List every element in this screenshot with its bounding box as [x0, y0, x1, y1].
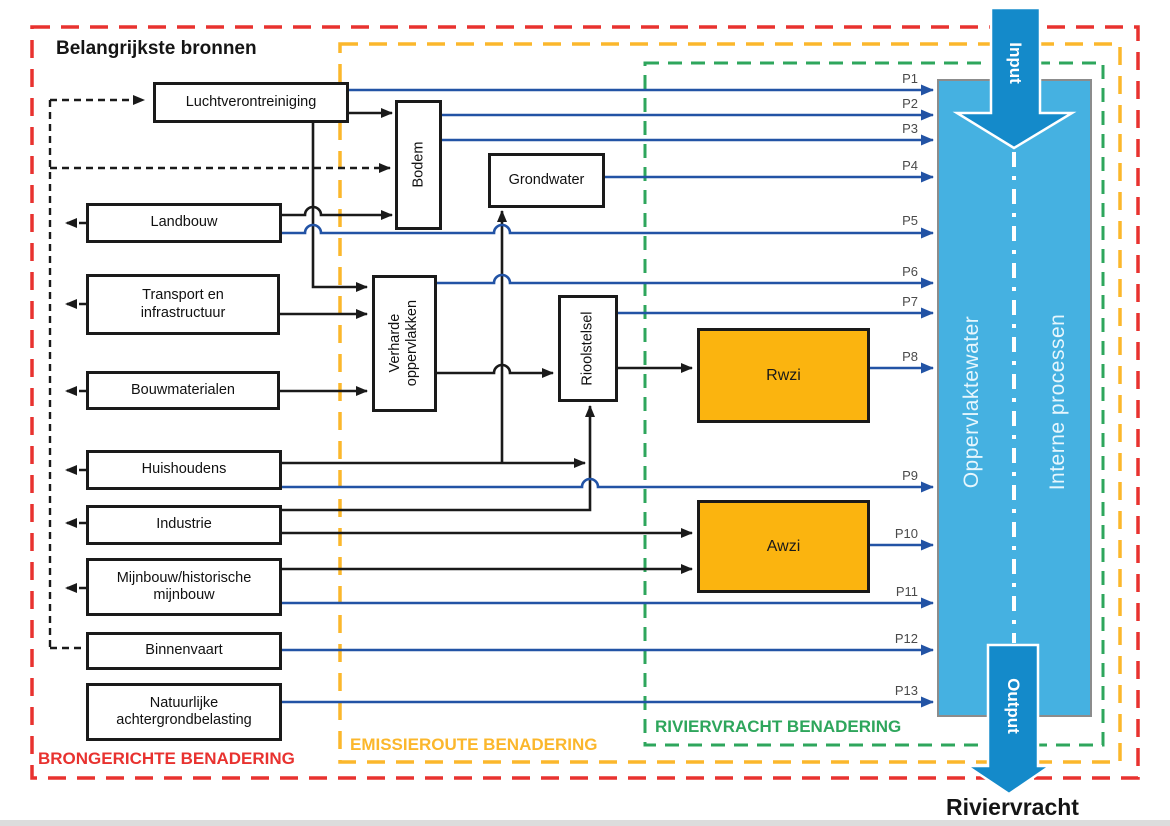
label-river-load: RIVIERVRACHT BENADERING [655, 717, 902, 736]
source-box-transport: Transport en infrastructuur [86, 274, 280, 335]
pathway-label-p7: P7 [902, 294, 918, 309]
source-box-luchtverontreiniging: Luchtverontreiniging [153, 82, 349, 123]
pathway-label-p4: P4 [902, 158, 918, 173]
pathway-label-p5: P5 [902, 213, 918, 228]
source-box-binnenvaart: Binnenvaart [86, 632, 282, 670]
lucht-to-verhard [311, 123, 368, 292]
node-box-bodem: Bodem [395, 100, 442, 230]
industrie-to-riool [282, 405, 595, 512]
pathway-line-p9 [282, 477, 934, 493]
river-load-result-label: Riviervracht [946, 794, 1079, 820]
input-label: Input [1006, 42, 1025, 84]
pathway-label-p6: P6 [902, 264, 918, 279]
node-box-rioolstelsel: Rioolstelsel [558, 295, 618, 402]
node-box-grondwater: Grondwater [488, 153, 605, 208]
verhard-to-riool [437, 363, 554, 378]
source-box-landbouw: Landbouw [86, 203, 282, 243]
bottom-edge-strip [0, 820, 1170, 826]
pathway-label-p10: P10 [894, 526, 918, 541]
source-box-huishoudens: Huishoudens [86, 450, 282, 490]
pathway-line-p5 [282, 223, 934, 239]
internal-processes-label: Interne processen [1046, 313, 1069, 491]
diagram-title: Belangrijkste bronnen [56, 38, 257, 59]
pathway-label-p1: P1 [902, 71, 918, 86]
source-box-natuurlijke-achtergrondbelasting: Natuurlijke achtergrondbelasting [86, 683, 282, 741]
pathway-line-p6 [437, 273, 934, 289]
source-box-bouwmaterialen: Bouwmaterialen [86, 371, 280, 410]
pathway-label-p2: P2 [902, 96, 918, 111]
pathway-label-p9: P9 [902, 468, 918, 483]
node-box-rwzi: Rwzi [697, 328, 870, 423]
surface-water-box: Oppervlaktewater Interne processen [937, 79, 1092, 717]
landbouw-to-bodem [282, 205, 393, 220]
black-connectors [280, 108, 693, 574]
node-box-awzi: Awzi [697, 500, 870, 593]
label-source-oriented: BRONGERICHTE BENADERING [38, 749, 295, 768]
pathway-label-p11: P11 [895, 584, 918, 599]
pathway-label-p12: P12 [894, 631, 918, 646]
node-box-verharde-oppervlakken: Verharde oppervlakken [372, 275, 437, 412]
source-box-mijnbouw: Mijnbouw/historische mijnbouw [86, 558, 282, 616]
source-box-industrie: Industrie [86, 505, 282, 545]
pathway-label-p3: P3 [902, 121, 918, 136]
surface-water-label: Oppervlaktewater [960, 315, 983, 489]
pathway-label-p8: P8 [902, 349, 918, 364]
output-label: Output [1004, 678, 1023, 734]
pathway-label-p13: P13 [894, 683, 918, 698]
label-emission-route: EMISSIEROUTE BENADERING [350, 735, 598, 754]
